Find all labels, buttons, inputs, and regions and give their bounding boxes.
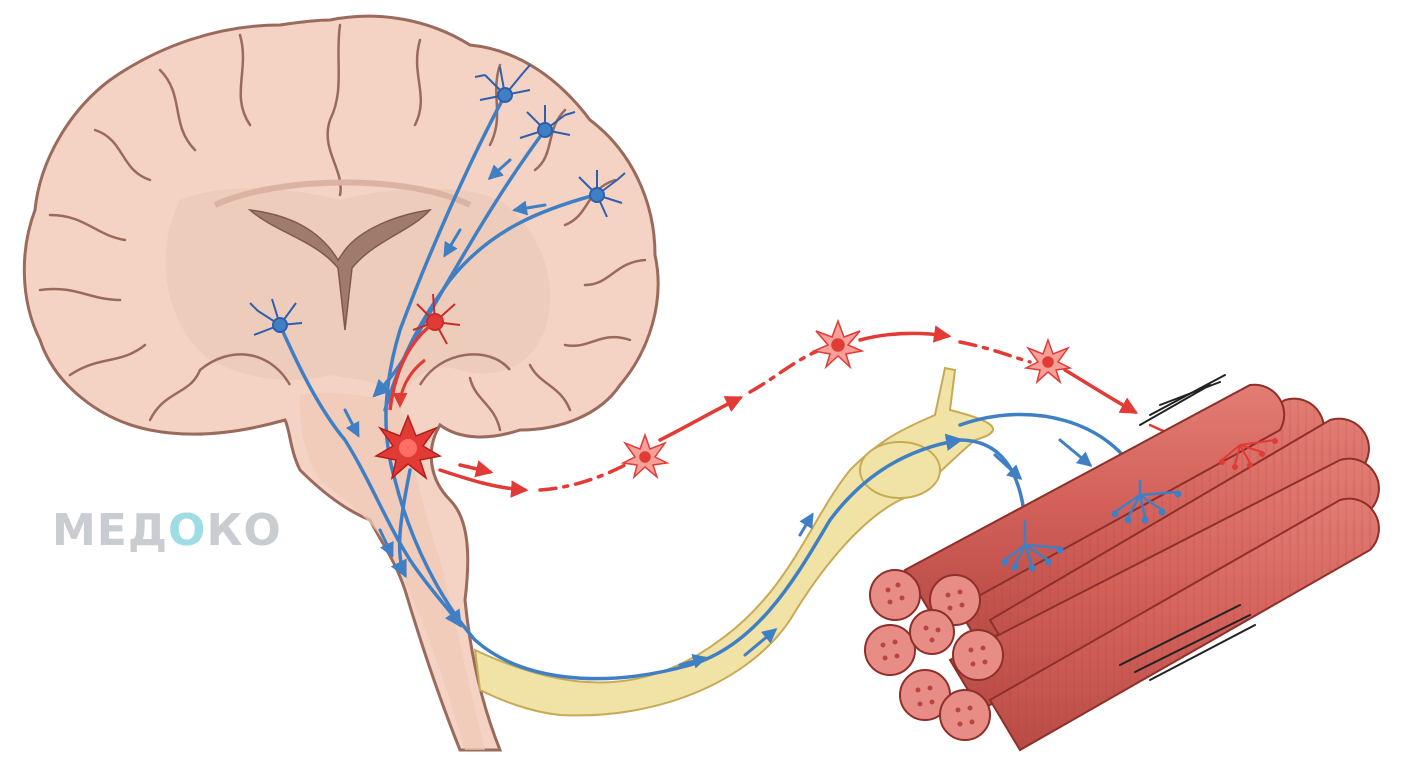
flow-arrow-icon bbox=[512, 200, 547, 216]
fiber-end bbox=[909, 609, 955, 655]
red-signal-arrow bbox=[458, 460, 494, 478]
muscle-bundle bbox=[864, 374, 1380, 752]
excitation-burst-icon bbox=[373, 413, 443, 481]
motor-neuron-icon bbox=[474, 64, 531, 103]
red-signal-arrow bbox=[438, 468, 529, 498]
medoko-watermark: МЕД О КО bbox=[52, 505, 282, 556]
flow-arrow-icon bbox=[993, 453, 1023, 481]
flow-arrow-icon bbox=[443, 228, 462, 258]
watermark-text-accent: О bbox=[168, 505, 207, 556]
flow-arrow-icon bbox=[343, 408, 360, 438]
red-signal-arrow bbox=[1063, 368, 1139, 414]
fiber-end bbox=[952, 629, 1004, 681]
neuromuscular-junction-icon bbox=[1219, 438, 1278, 470]
motor-neuron-icon bbox=[578, 170, 626, 218]
flow-arrow-icon bbox=[378, 528, 394, 558]
muscle-fiber-icon bbox=[988, 497, 1380, 752]
watermark-text-right: КО bbox=[206, 505, 282, 556]
red-return bbox=[392, 358, 426, 408]
brain-outline bbox=[22, 14, 660, 752]
flow-arrow-icon bbox=[743, 628, 778, 657]
flow-arrow-icon bbox=[487, 158, 512, 181]
watermark-text-left: МЕД bbox=[52, 505, 169, 556]
muscle-fiber-icon bbox=[903, 383, 1286, 622]
muscle-fiber-icon bbox=[948, 457, 1380, 712]
fiber-end bbox=[869, 569, 921, 621]
nerve-trunk bbox=[473, 366, 994, 717]
lateral-ventricles bbox=[247, 208, 432, 331]
red-signal-arrow bbox=[658, 396, 744, 442]
pathway-subcortical bbox=[278, 323, 462, 628]
flow-arrow-icon bbox=[678, 654, 708, 669]
motor-neuron-icon bbox=[249, 298, 303, 336]
pathway-cortical-1 bbox=[384, 93, 964, 681]
brain-coronal-section bbox=[22, 14, 660, 752]
flow-arrow-icon bbox=[1058, 438, 1093, 467]
flow-arrows bbox=[343, 158, 1093, 669]
myofibril-dots bbox=[880, 582, 988, 727]
red-signal-dashed bbox=[538, 463, 627, 492]
fiber-ends bbox=[864, 569, 1004, 741]
excitation-burst-icon bbox=[1023, 337, 1073, 385]
red-axon bbox=[388, 320, 437, 411]
motion-lines bbox=[1119, 374, 1256, 681]
red-signal-dashed bbox=[748, 348, 822, 394]
motor-neuron-icon bbox=[519, 105, 576, 139]
red-signal-dashed bbox=[958, 340, 1032, 364]
excitation-burst-icon bbox=[620, 432, 670, 480]
neuromuscular-junction-icon bbox=[1111, 480, 1182, 524]
flow-arrow-icon bbox=[798, 512, 814, 537]
fiber-end bbox=[864, 624, 916, 676]
red-signal-arrow bbox=[858, 325, 952, 343]
excitation-pathway bbox=[373, 293, 1242, 498]
excitation-burst-icon bbox=[811, 318, 865, 370]
motor-pathways bbox=[278, 93, 1142, 681]
cortical-motor-neurons bbox=[249, 64, 626, 336]
dorsal-root-ganglion bbox=[859, 441, 941, 499]
cortex-folds bbox=[38, 23, 647, 432]
pathway-cross bbox=[390, 468, 412, 579]
peripheral-nerve bbox=[473, 366, 994, 717]
axon-to-junction-1 bbox=[958, 438, 1027, 522]
neuromuscular-junction-icon bbox=[1001, 520, 1064, 572]
fiber-end bbox=[939, 689, 991, 741]
